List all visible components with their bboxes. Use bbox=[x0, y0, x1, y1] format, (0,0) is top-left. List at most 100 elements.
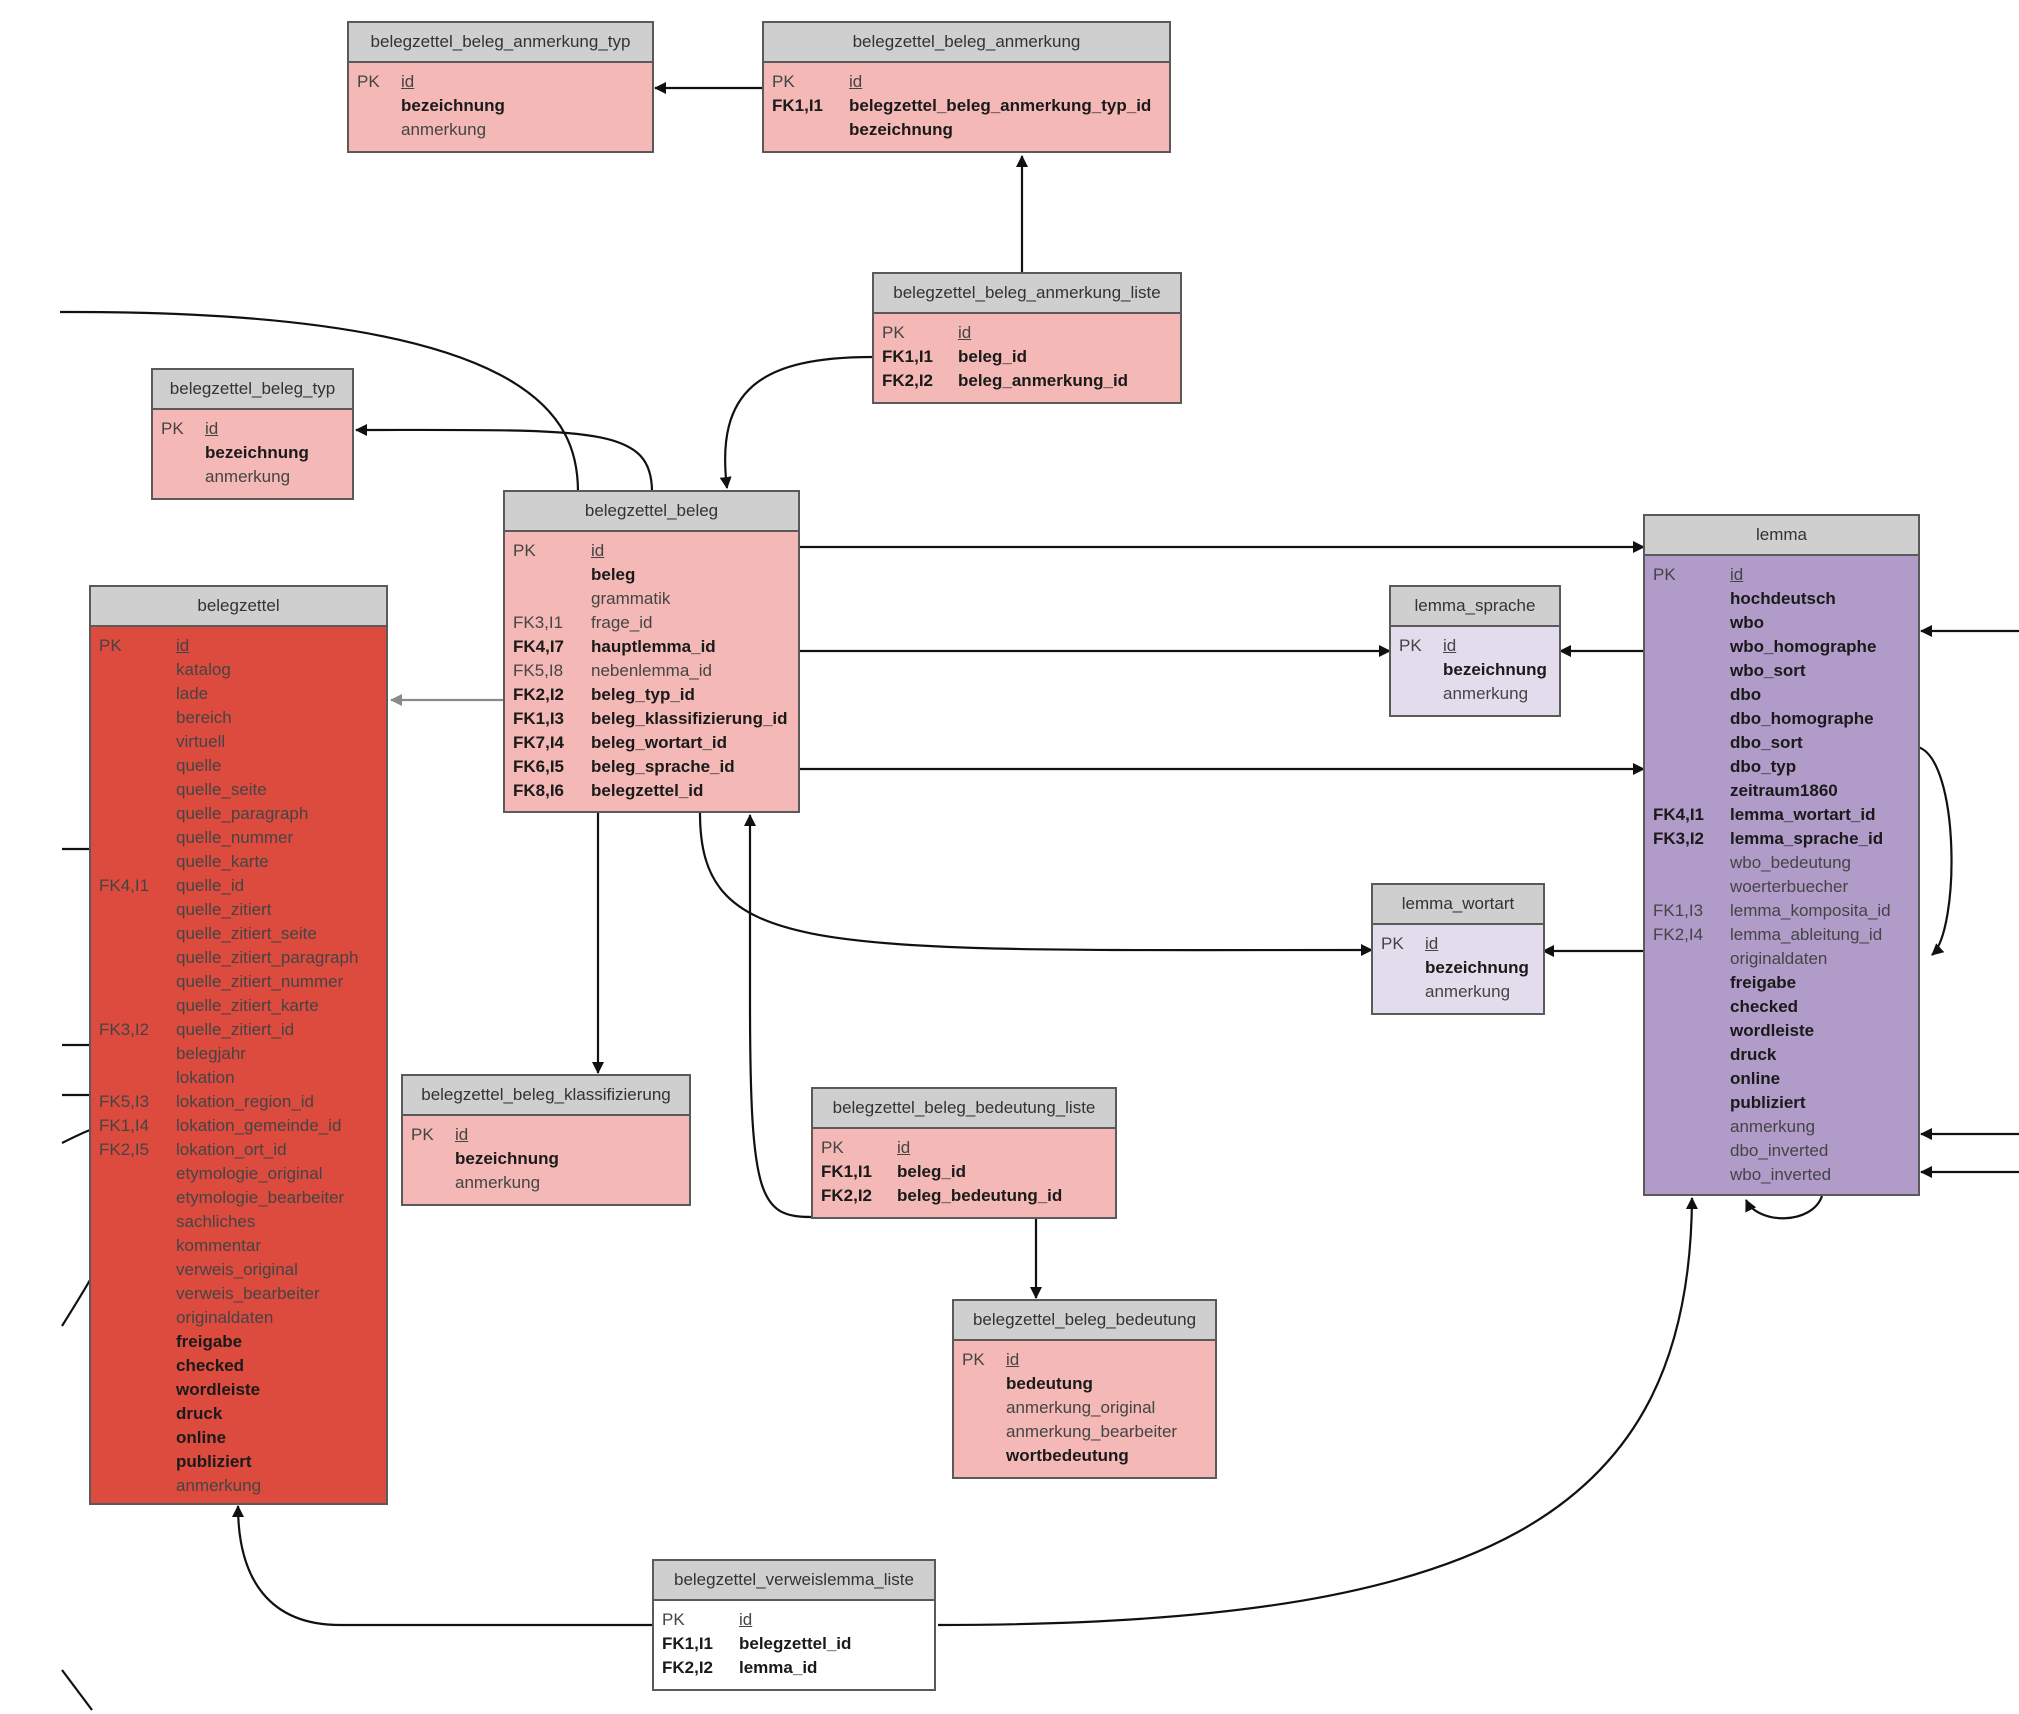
field-row: dbo_typ bbox=[1653, 755, 1910, 779]
field-name: publiziert bbox=[1730, 1093, 1806, 1112]
edge-beleg-to-beleg-typ bbox=[355, 423, 654, 493]
edge-lemma-self-loop-right bbox=[1917, 745, 1953, 956]
field-name: beleg_klassifizierung_id bbox=[591, 709, 788, 728]
field-name: bezeichnung bbox=[455, 1149, 559, 1168]
field-row: lokation bbox=[99, 1066, 378, 1090]
field-key: FK4,I1 bbox=[1653, 805, 1705, 824]
field-row: lade bbox=[99, 682, 378, 706]
field-row: anmerkung bbox=[1653, 1115, 1910, 1139]
field-key: PK bbox=[662, 1610, 685, 1629]
table-title: belegzettel_beleg_bedeutung_liste bbox=[813, 1089, 1115, 1129]
field-key: FK5,I3 bbox=[99, 1092, 150, 1111]
field-name: beleg_typ_id bbox=[591, 685, 695, 704]
field-name: etymologie_original bbox=[176, 1164, 323, 1183]
field-row: quelle_zitiert_paragraph bbox=[99, 946, 378, 970]
field-name: zeitraum1860 bbox=[1730, 781, 1838, 800]
table-title: belegzettel_beleg_klassifizierung bbox=[403, 1076, 689, 1116]
field-row: dbo bbox=[1653, 683, 1910, 707]
field-row: bezeichnung bbox=[161, 441, 344, 465]
field-row: wordleiste bbox=[1653, 1019, 1910, 1043]
primary-key-field: id bbox=[205, 419, 219, 438]
field-name: quelle_seite bbox=[176, 780, 267, 799]
field-name: quelle_zitiert_seite bbox=[176, 924, 317, 943]
field-row: anmerkung bbox=[357, 118, 644, 142]
field-row: dbo_inverted bbox=[1653, 1139, 1910, 1163]
field-row: wbo_homographe bbox=[1653, 635, 1910, 659]
field-key: PK bbox=[772, 72, 795, 91]
field-name: dbo_inverted bbox=[1730, 1141, 1829, 1160]
field-name: etymologie_bearbeiter bbox=[176, 1188, 345, 1207]
field-name: anmerkung_original bbox=[1006, 1398, 1156, 1417]
field-name: online bbox=[176, 1428, 227, 1447]
field-key: PK bbox=[161, 419, 184, 438]
field-row: checked bbox=[1653, 995, 1910, 1019]
field-row: druck bbox=[1653, 1043, 1910, 1067]
field-row: wortbedeutung bbox=[962, 1444, 1207, 1468]
field-name: sachliches bbox=[176, 1212, 256, 1231]
field-key: PK bbox=[411, 1125, 434, 1144]
field-row: etymologie_original bbox=[99, 1162, 378, 1186]
field-row: belegjahr bbox=[99, 1042, 378, 1066]
edge-verweislemma-to-belegzettel bbox=[232, 1505, 652, 1627]
field-key: PK bbox=[882, 323, 905, 342]
field-name: beleg_wortart_id bbox=[591, 733, 728, 752]
field-name: lemma_wortart_id bbox=[1730, 805, 1876, 824]
edge-offscreen-left-6 bbox=[61, 1669, 93, 1711]
field-row: wbo bbox=[1653, 611, 1910, 635]
primary-key-field: id bbox=[1443, 636, 1457, 655]
field-key: FK1,I1 bbox=[821, 1162, 873, 1181]
field-row: sachliches bbox=[99, 1210, 378, 1234]
field-row: FK2,I2 beleg_typ_id bbox=[513, 683, 790, 707]
field-name: belegzettel_id bbox=[591, 781, 704, 800]
edge-lemma-self-loop-bottom bbox=[1745, 1195, 1824, 1220]
field-row: katalog bbox=[99, 658, 378, 682]
field-row: anmerkung_bearbeiter bbox=[962, 1420, 1207, 1444]
field-key: PK bbox=[962, 1350, 985, 1369]
field-row: quelle_paragraph bbox=[99, 802, 378, 826]
field-row: quelle_zitiert bbox=[99, 898, 378, 922]
field-name: dbo bbox=[1730, 685, 1762, 704]
field-row: woerterbuecher bbox=[1653, 875, 1910, 899]
field-name: katalog bbox=[176, 660, 231, 679]
field-key: PK bbox=[99, 636, 122, 655]
field-key: FK1,I3 bbox=[1653, 901, 1704, 920]
edge-anmerkung-liste-to-beleg bbox=[719, 355, 874, 489]
field-name: dbo_typ bbox=[1730, 757, 1797, 776]
field-name: anmerkung bbox=[176, 1476, 262, 1495]
field-key: FK2,I2 bbox=[882, 371, 934, 390]
primary-key-field: id bbox=[591, 541, 605, 560]
field-name: dbo_homographe bbox=[1730, 709, 1874, 728]
field-key: FK2,I2 bbox=[513, 685, 565, 704]
field-name: wordleiste bbox=[176, 1380, 261, 1399]
field-row: quelle_zitiert_karte bbox=[99, 994, 378, 1018]
field-name: bedeutung bbox=[1006, 1374, 1093, 1393]
field-row: checked bbox=[99, 1354, 378, 1378]
field-key: FK7,I4 bbox=[513, 733, 565, 752]
field-name: checked bbox=[176, 1356, 245, 1375]
edge-bedeutung-liste-to-beleg bbox=[744, 814, 813, 1219]
field-key: FK3,I1 bbox=[513, 613, 564, 632]
